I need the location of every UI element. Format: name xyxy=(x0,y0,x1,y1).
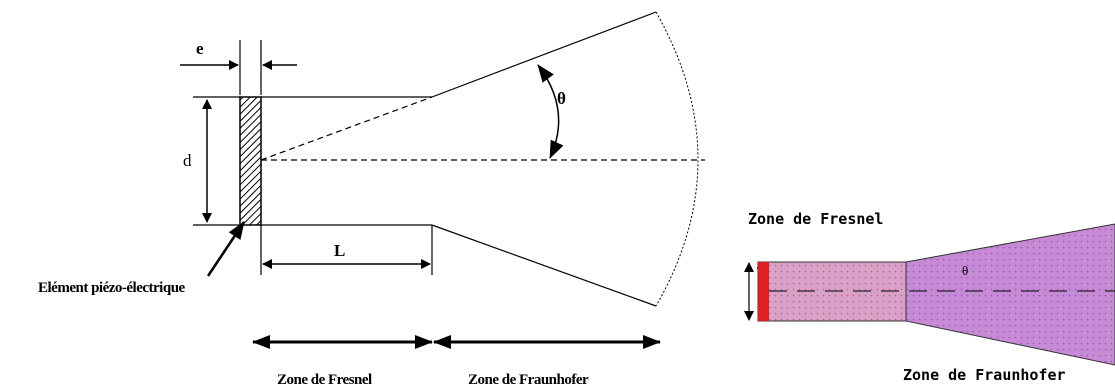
theta-label: θ xyxy=(557,89,566,108)
right-fraunhofer-title: Zone de Fraunhofer xyxy=(903,366,1066,384)
diameter-label: d xyxy=(183,151,192,170)
right-theta-label: θ xyxy=(962,263,968,278)
right-fresnel-title: Zone de Fresnel xyxy=(748,210,883,228)
element-label: Elément piézo-électrique xyxy=(38,280,186,296)
transducer xyxy=(758,262,769,321)
right-diagram: Zone de Fresnel θ Zone de Fraunhofer xyxy=(744,210,1115,384)
fraunhofer-zone-label: Zone de Fraunhofer xyxy=(468,372,589,388)
piezo-element xyxy=(239,96,262,226)
length-dimension: L xyxy=(260,225,433,275)
element-callout: Elément piézo-électrique xyxy=(38,221,246,296)
left-diagram: e d θ L xyxy=(38,11,705,388)
thickness-label: e xyxy=(196,39,204,58)
beam-outline xyxy=(260,11,705,307)
zone-arrows: Zone de Fresnel Zone de Fraunhofer xyxy=(252,335,661,388)
diameter-dimension: d xyxy=(183,96,240,226)
divergence-angle: θ xyxy=(537,64,566,159)
fraunhofer-beam xyxy=(905,223,1115,366)
thickness-dimension: e xyxy=(180,39,297,95)
length-label: L xyxy=(334,241,345,260)
fresnel-zone-label: Zone de Fresnel xyxy=(277,372,372,388)
